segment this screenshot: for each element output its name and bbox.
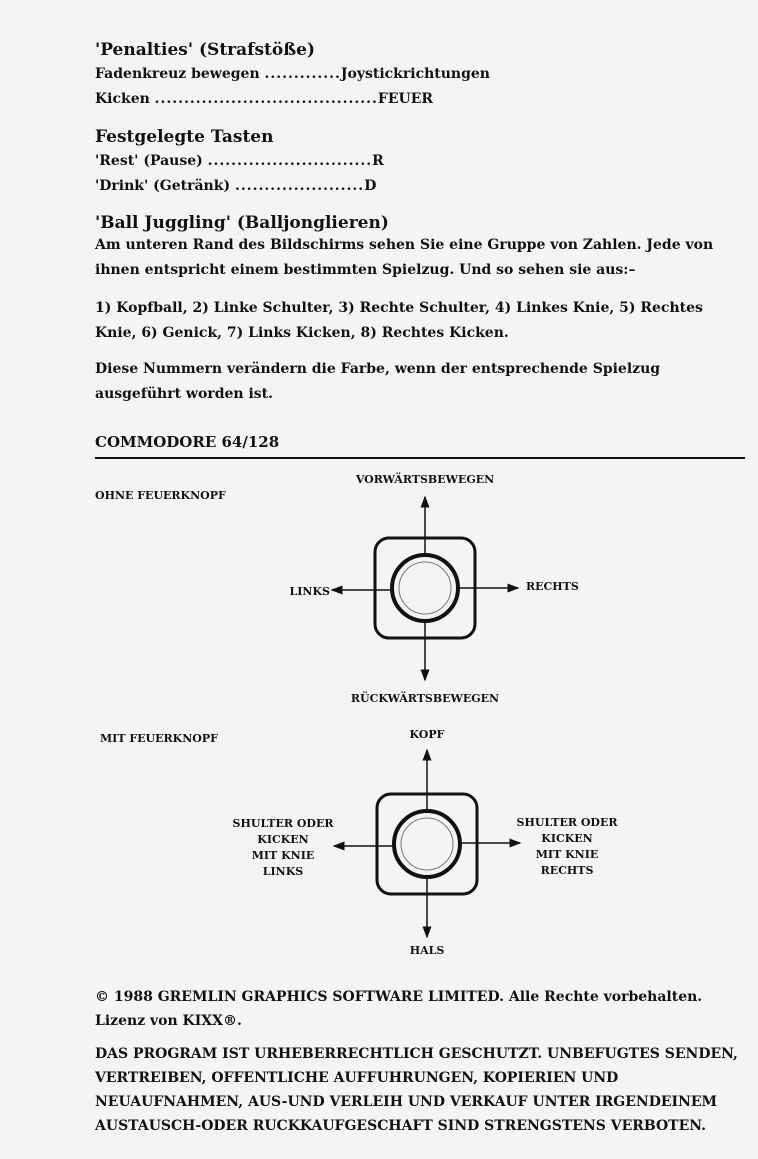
row-dots: ............. xyxy=(264,66,341,82)
copyright-notice: © 1988 GREMLIN GRAPHICS SOFTWARE LIMITED… xyxy=(95,989,703,1029)
row-dots: ...................... xyxy=(234,178,365,194)
juggling-paragraph-2: 1) Kopfball, 2) Linke Schulter, 3) Recht… xyxy=(95,300,703,341)
legal-notice: DAS PROGRAM IST URHEBERRECHTLICH GESCHUT… xyxy=(95,1046,738,1134)
penalties-row-kick: Kicken .................................… xyxy=(95,91,433,107)
row-label: 'Drink' (Getränk) xyxy=(95,178,231,194)
row-label: Kicken xyxy=(95,91,150,107)
diagram1-right-label: RECHTS xyxy=(526,580,579,593)
label-line: KICKEN xyxy=(541,832,593,845)
joystick-diagram-2 xyxy=(332,748,522,939)
diagram1-left-label: LINKS xyxy=(289,585,330,598)
keys-heading: Festgelegte Tasten xyxy=(95,127,274,147)
row-label: 'Rest' (Pause) xyxy=(95,153,203,169)
keys-row-drink: 'Drink' (Getränk) ......................… xyxy=(95,178,376,194)
joystick-knob xyxy=(392,809,462,879)
joystick-diagram-1 xyxy=(330,495,520,682)
label-line: MIT KNIE xyxy=(535,848,599,861)
label-line: KICKEN xyxy=(257,833,309,846)
diagram2-up-label: KOPF xyxy=(409,728,445,741)
row-dots: ............................ xyxy=(207,153,373,169)
joystick-knob xyxy=(390,553,460,623)
diagram2-down-label: HALS xyxy=(409,944,445,957)
label-line: RECHTS xyxy=(540,864,594,877)
row-value: FEUER xyxy=(377,91,434,107)
penalties-row-move: Fadenkreuz bewegen .............Joystick… xyxy=(95,66,490,82)
juggling-paragraph-1: Am unteren Rand des Bildschirms sehen Si… xyxy=(95,237,714,278)
diagram2-caption: MIT FEUERKNOPF xyxy=(100,732,218,745)
penalties-heading: 'Penalties' (Strafstöße) xyxy=(95,40,315,60)
row-value: Joystickrichtungen xyxy=(340,66,490,82)
label-line: LINKS xyxy=(262,865,304,878)
diagram1-caption: OHNE FEUERKNOPF xyxy=(95,489,226,502)
joystick-knob-inner xyxy=(398,561,452,615)
row-value: D xyxy=(364,178,377,194)
label-line: MIT KNIE xyxy=(251,849,315,862)
diagram1-down-label: RÜCKWÄRTSBEWEGEN xyxy=(350,692,500,705)
diagram2-right-label: SHULTER ODER KICKEN MIT KNIE RECHTS xyxy=(512,815,622,879)
joystick-knob-inner xyxy=(400,817,454,871)
row-label: Fadenkreuz bewegen xyxy=(95,66,260,82)
diagram1-up-label: VORWÄRTSBEWEGEN xyxy=(355,473,495,486)
juggling-heading: 'Ball Juggling' (Balljonglieren) xyxy=(95,213,389,233)
juggling-paragraph-3: Diese Nummern verändern die Farbe, wenn … xyxy=(95,361,661,402)
row-value: R xyxy=(372,153,384,169)
label-line: SHULTER ODER xyxy=(516,816,618,829)
keys-row-rest: 'Rest' (Pause) .........................… xyxy=(95,153,384,169)
row-dots: ...................................... xyxy=(154,91,378,107)
section-rule xyxy=(95,457,745,459)
section-title: COMMODORE 64/128 xyxy=(95,433,280,451)
label-line: SHULTER ODER xyxy=(232,817,334,830)
diagram2-left-label: SHULTER ODER KICKEN MIT KNIE LINKS xyxy=(228,816,338,880)
